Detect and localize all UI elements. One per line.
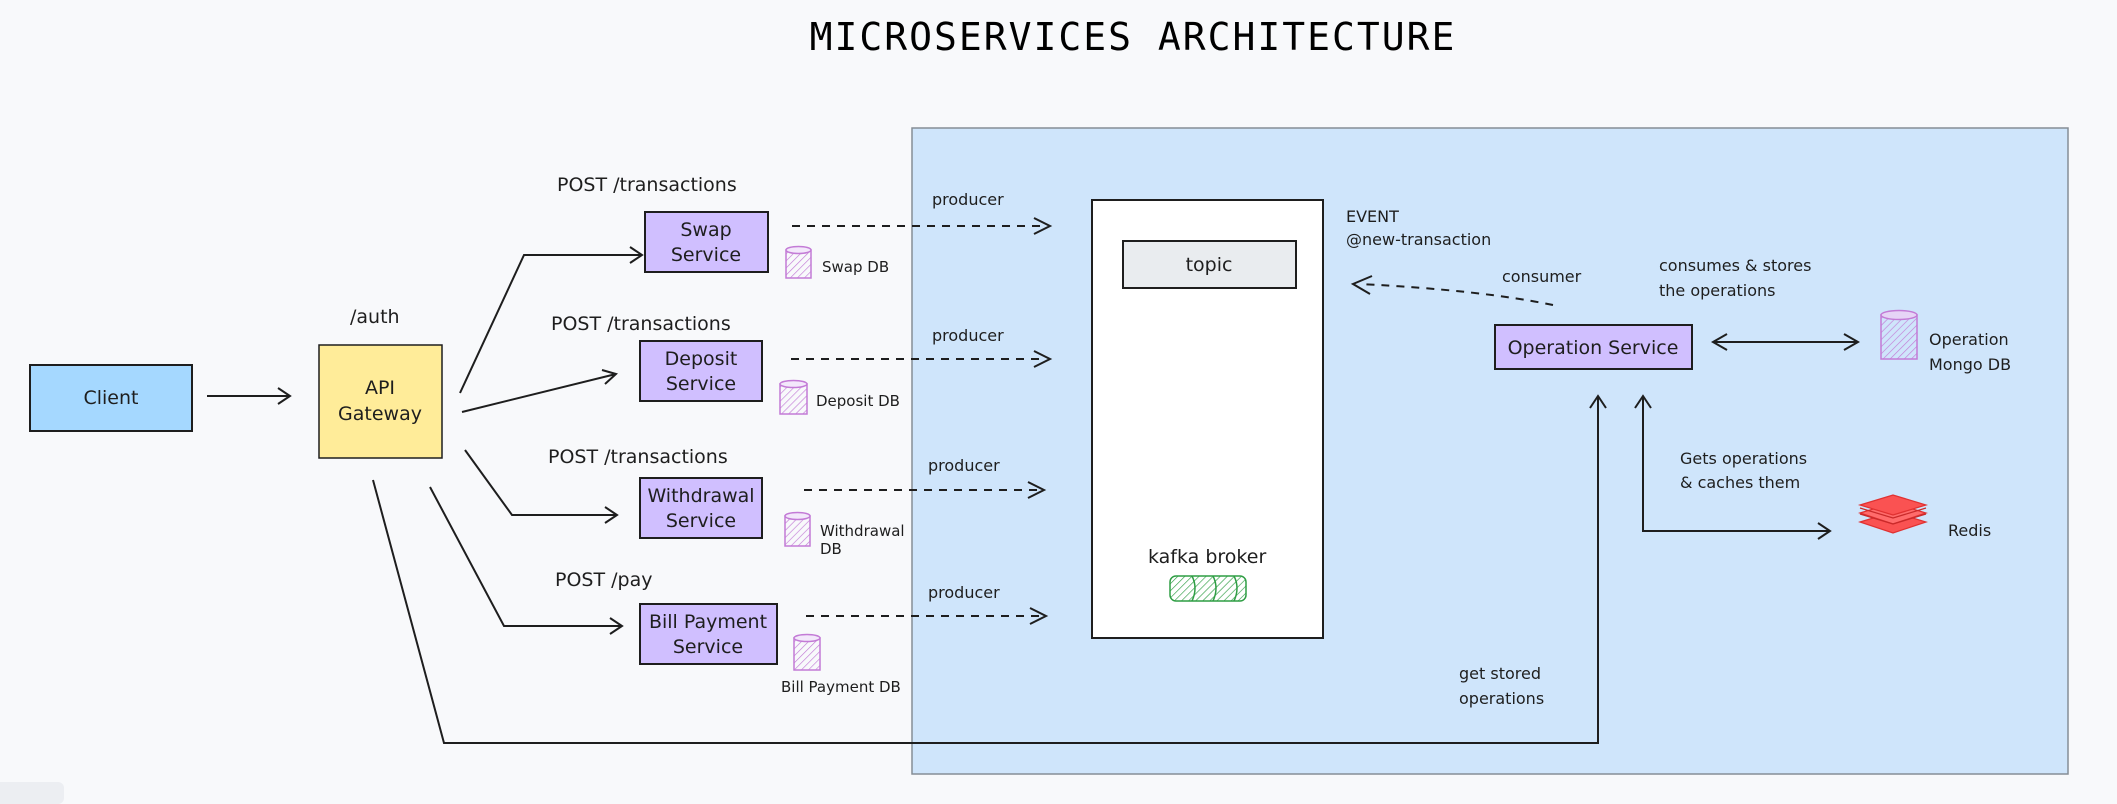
redis-icon <box>1857 494 1929 534</box>
withdrawal-db-label-line2: DB <box>820 540 842 558</box>
swap-db-icon <box>785 245 812 279</box>
gateway-to-billpayment-arrow <box>429 486 624 635</box>
withdrawal-service-line2: Service <box>666 510 736 532</box>
client-to-gateway-arrow <box>207 387 292 405</box>
withdrawal-producer-arrowhead <box>1027 481 1047 499</box>
deposit-service-node[interactable]: Deposit Service <box>639 340 763 402</box>
swap-route-label: POST /transactions <box>557 174 737 196</box>
swap-service-line1: Swap <box>680 219 731 241</box>
topic-node[interactable]: topic <box>1122 240 1297 289</box>
swap-producer-arrowhead <box>1033 217 1053 235</box>
withdrawal-db-icon <box>784 511 811 547</box>
diagram-title: MICROSERVICES ARCHITECTURE <box>810 15 1457 59</box>
billpayment-producer-arrowhead <box>1029 607 1049 625</box>
cache-note-line1: Gets operations <box>1680 449 1807 468</box>
withdrawal-service-node[interactable]: Withdrawal Service <box>639 477 763 539</box>
event-topic-label: @new-transaction <box>1346 230 1491 249</box>
deposit-db-icon <box>779 379 808 415</box>
mongo-label-line1: Operation <box>1929 330 2009 349</box>
billpayment-service-node[interactable]: Bill Payment Service <box>639 603 778 665</box>
billpayment-producer-label: producer <box>928 583 1000 602</box>
mongo-db-icon <box>1880 309 1918 360</box>
deposit-service-line2: Service <box>666 373 736 395</box>
withdrawal-service-line1: Withdrawal <box>647 485 754 507</box>
deposit-producer-label: producer <box>932 326 1004 345</box>
client-label: Client <box>83 387 138 409</box>
consumes-note-line2: the operations <box>1659 281 1776 300</box>
consumes-note-line1: consumes & stores <box>1659 256 1811 275</box>
deposit-producer-arrowhead <box>1033 350 1053 368</box>
billpayment-route-label: POST /pay <box>555 569 652 591</box>
kafka-queue-icon <box>1169 575 1247 602</box>
operation-redis-arrow <box>1634 394 1832 540</box>
swap-db-label: Swap DB <box>822 258 889 276</box>
swap-service-line2: Service <box>671 244 741 266</box>
withdrawal-producer-label: producer <box>928 456 1000 475</box>
gateway-label-line2: Gateway <box>338 403 422 425</box>
canvas-corner-tab[interactable] <box>0 782 64 804</box>
event-label: EVENT <box>1346 207 1399 226</box>
gateway-label-line1: API <box>365 377 395 399</box>
swap-producer-label: producer <box>932 190 1004 209</box>
withdrawal-db-label-line1: Withdrawal <box>820 522 905 540</box>
consumer-label: consumer <box>1502 267 1582 286</box>
gateway-to-withdrawal-arrow <box>464 449 619 524</box>
cache-note-line2: & caches them <box>1680 473 1800 492</box>
withdrawal-route-label: POST /transactions <box>548 446 728 468</box>
operation-service-node[interactable]: Operation Service <box>1494 324 1693 370</box>
get-stored-line1: get stored <box>1459 664 1541 683</box>
topic-label: topic <box>1186 254 1233 276</box>
deposit-route-label: POST /transactions <box>551 313 731 335</box>
billpayment-db-label: Bill Payment DB <box>781 678 901 696</box>
deposit-service-line1: Deposit <box>665 348 738 370</box>
gateway-to-operation-arrow <box>372 394 1607 744</box>
consumer-arrow <box>1359 283 1554 306</box>
auth-label: /auth <box>350 306 400 328</box>
consumer-arrowhead <box>1350 275 1373 295</box>
billpayment-db-icon <box>793 633 821 671</box>
swap-service-node[interactable]: Swap Service <box>644 211 769 273</box>
kafka-broker-label: kafka broker <box>1148 546 1266 568</box>
billpayment-service-line2: Service <box>673 636 743 658</box>
gateway-to-deposit-arrow <box>461 369 619 413</box>
operation-mongo-arrow <box>1710 333 1861 351</box>
gateway-to-swap-arrow <box>459 246 644 394</box>
client-node[interactable]: Client <box>29 364 193 432</box>
api-gateway-node[interactable]: API Gateway <box>318 344 443 459</box>
deposit-db-label: Deposit DB <box>816 392 900 410</box>
get-stored-line2: operations <box>1459 689 1544 708</box>
operation-service-label: Operation Service <box>1508 337 1679 359</box>
redis-label: Redis <box>1948 521 1991 540</box>
mongo-label-line2: Mongo DB <box>1929 355 2011 374</box>
billpayment-service-line1: Bill Payment <box>649 611 767 633</box>
